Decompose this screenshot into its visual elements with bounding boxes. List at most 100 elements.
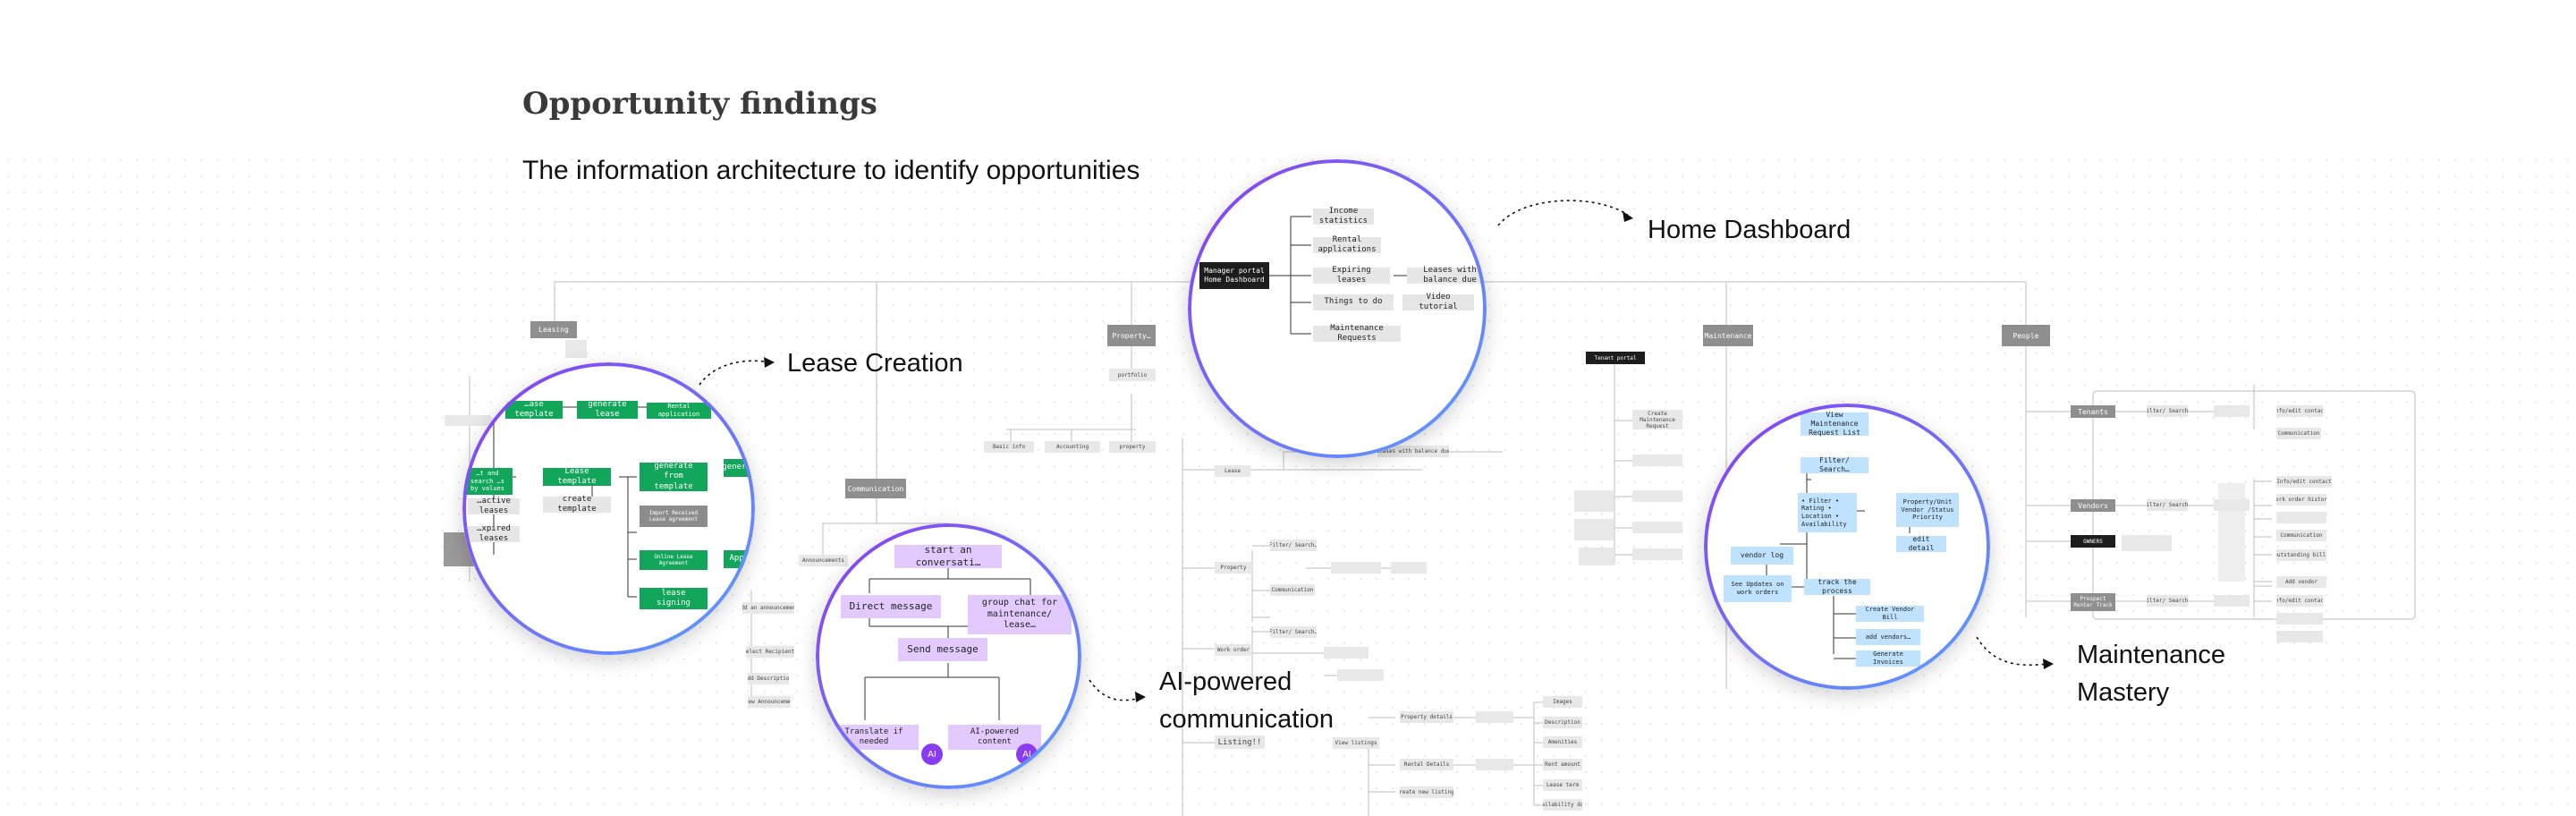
node-work-order-sub2 (1337, 669, 1384, 681)
node-tenants: Tenants (2071, 405, 2115, 418)
node-owner-info (2122, 535, 2172, 551)
lens-maint-filter-options: • Filter • Rating • Location • Availabil… (1798, 493, 1857, 532)
node-tp-2 (1632, 455, 1682, 466)
node-add-vendor: Add vendor (2276, 576, 2326, 588)
ai-badge-icon: AI (921, 744, 943, 765)
node-prospect-3 (2276, 631, 2323, 642)
node-rental-details: Rental Details (1400, 759, 1453, 770)
node-communication: Communication (845, 479, 906, 498)
node-send (1391, 562, 1427, 574)
node-vendors: Vendors (2071, 499, 2115, 512)
node-prospect-renters: Prospect Renter Track (2071, 593, 2115, 611)
node-tp-3 (1632, 490, 1682, 502)
node-maintenance: Maintenance (1703, 325, 1753, 346)
lens-home-rental: Rental applications (1313, 235, 1381, 254)
node-lease-term: Lease term (1543, 779, 1582, 791)
node-view-listings: View listings (1333, 737, 1379, 749)
lens-lease-appl: Appl… (724, 550, 755, 568)
node-availability: Availability date (1543, 799, 1582, 811)
node-work-order: Work order (1215, 644, 1252, 656)
node-info-contact: Info/edit contact (2276, 405, 2323, 417)
node-tp-left-2 (1574, 519, 1614, 540)
callout-ai-line1: AI-powered (1159, 667, 1292, 696)
node-property-sub: property (1109, 441, 1156, 453)
node-portfolio: portfolio (1109, 369, 1156, 381)
node-vendor-info: Info/edit contact (2276, 476, 2332, 488)
node-rd-sub (1476, 759, 1513, 770)
ai-badge-icon-2: AI (1016, 744, 1038, 765)
node-prospects-view (2214, 595, 2250, 607)
page-title: Opportunity findings (522, 86, 877, 122)
node-communication-2: Communication (2276, 428, 2321, 439)
lens-maint-invoices: Generate Invoices (1856, 650, 1920, 667)
node-communication-small: Communication (1270, 584, 1315, 596)
lens-comm-direct: Direct message (841, 595, 941, 618)
lens-lease-template: Lease template (543, 467, 611, 486)
lens-maintenance-mastery: View Maintenance Request List Filter/ Se… (1704, 404, 1990, 690)
node-filter-vendors: Filter/ Search… (2147, 499, 2188, 511)
page-subtitle: The information architecture to identify… (522, 156, 1140, 185)
lens-lease-online: Online Lease Agreement (640, 550, 708, 570)
lens-comm-group: group chat for maintenance/ lease… (968, 595, 1072, 634)
node-filter-tenants: Filter/ Search… (2147, 405, 2188, 417)
node-listing: Listing!! (1215, 735, 1265, 749)
lens-maint-filter: Filter/ Search… (1801, 456, 1868, 473)
node-select-recipients: Select Recipients (746, 646, 794, 658)
node-tp-left-1 (1574, 490, 1614, 512)
node-vendors-view (2214, 499, 2250, 511)
lens-lease-import: Import Received Lease agreement (640, 506, 708, 527)
node-info (1331, 562, 1381, 574)
lens-home-portal: Manager portal Home Dashboard (1199, 262, 1269, 289)
node-filter-prospects: Filter/ Search… (2147, 595, 2188, 607)
lens-lease-signing: lease signing (640, 588, 708, 609)
lens-lease-expired: …xpired leases (468, 524, 520, 543)
node-add-announcement: Add an announcement (742, 602, 794, 614)
lens-ai-communication: start an conversati… Direct message grou… (816, 523, 1081, 789)
callout-ai-communication: AI-powered communication (1159, 663, 1334, 738)
lens-comm-start: start an conversati… (894, 544, 1002, 568)
lens-home-things: Things to do (1313, 294, 1394, 310)
lens-home-video: Video tutorial (1402, 293, 1474, 311)
node-tenants-view (2214, 405, 2250, 417)
node-tp-4 (1632, 522, 1682, 533)
node-leasing-sub (565, 340, 587, 358)
node-description: Description (1543, 717, 1582, 728)
lens-maint-vendor-bill: Create Vendor Bill (1856, 606, 1924, 622)
node-people: People (2002, 325, 2050, 346)
node-tenant-portal: Tenant portal (1586, 352, 1645, 364)
lens-maint-vendor-log: vendor log (1731, 547, 1793, 565)
node-property-details: Property details (1400, 711, 1453, 723)
lens-home-expiring: Expiring leases (1313, 266, 1390, 285)
lens-home-dashboard: Manager portal Home Dashboard Income sta… (1188, 159, 1487, 458)
lens-lease-gen-from-template: generate from template (640, 462, 708, 491)
node-lease: Lease (1215, 465, 1250, 477)
node-property: Property… (1107, 325, 1156, 346)
node-work-order-history: Work order history (2276, 494, 2326, 506)
lens-comm-send: Send message (898, 638, 987, 661)
node-communication-3: Communication (2276, 530, 2326, 541)
lens-lease-template-a: …ase template (505, 400, 563, 419)
lens-lease-generate: generate lease (577, 400, 638, 419)
lens-maint-view-list: View Maintenance Request List (1801, 411, 1868, 437)
node-filter-search: Filter/ Search… (1270, 540, 1317, 551)
lens-maint-property-unit: Property/Unit Vendor /Status Priority (1896, 493, 1959, 527)
lens-maint-track: track the process (1804, 578, 1870, 595)
callout-lease-creation: Lease Creation (787, 349, 963, 378)
node-add-description: Add Description (748, 673, 789, 684)
node-leasing: Leasing (530, 321, 577, 338)
node-view-announcement: View Announcement (748, 696, 791, 708)
node-rent-amount: Rent amount (1543, 759, 1582, 770)
lens-home-balance: Leases with balance due (1407, 266, 1487, 285)
lens-lease-rental-app: Rental application (647, 403, 711, 419)
node-filter-search-b: Filter/ Search… (1270, 626, 1317, 638)
callout-ai-line2: communication (1159, 705, 1335, 735)
lens-lease-creation: …ase template generate lease Rental appl… (462, 362, 755, 655)
lens-maint-edit: edit detail (1896, 535, 1946, 552)
callout-maint-line1: Maintenance (2077, 641, 2226, 669)
node-accounting: Accounting (1045, 441, 1100, 453)
node-basic-info: Basic info (984, 441, 1034, 453)
lens-lease-search: …t and search …s by values (462, 468, 513, 495)
lens-home-income: Income statistics (1313, 207, 1374, 225)
callout-home-dashboard: Home Dashboard (1648, 216, 1852, 244)
node-create-listings: create new listings (1400, 786, 1453, 798)
